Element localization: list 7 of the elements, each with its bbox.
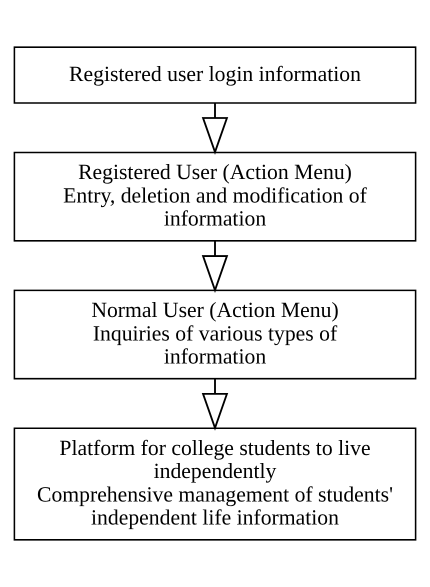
node-box: Normal User (Action Menu) Inquiries of various types of information: [14, 290, 416, 380]
arrow: [202, 378, 228, 431]
arrow: [202, 104, 228, 155]
node-box: Registered user login information: [14, 46, 416, 104]
arrow: [202, 240, 228, 293]
node-box: Registered User (Action Menu) Entry, deletion and modification of information: [14, 152, 416, 242]
node-box: Platform for college students to live independently Comprehensive management of students' independent life information: [14, 428, 416, 541]
